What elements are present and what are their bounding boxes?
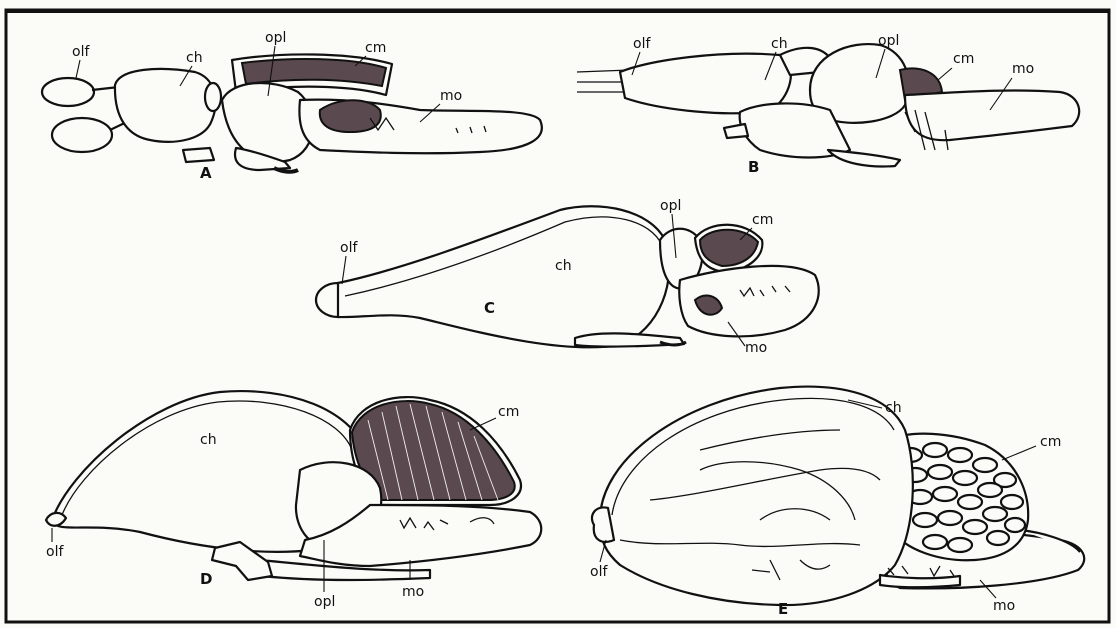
panel-d-label-cm: cm: [498, 404, 519, 420]
panel-c-label-olf: olf: [340, 240, 358, 256]
panel-e-label-cm: cm: [1040, 434, 1061, 450]
panel-a-label-ch: ch: [186, 50, 203, 66]
panel-a: olf ch opl cm mo A: [42, 30, 542, 182]
panel-e-label-ch: ch: [885, 400, 902, 416]
panel-c-letter: C: [484, 299, 495, 317]
panel-b-label-ch: ch: [771, 36, 788, 52]
panel-c-cerebral-hemisphere: [338, 206, 669, 347]
panel-a-label-mo: mo: [440, 88, 462, 104]
panel-c-label-opl: opl: [660, 198, 681, 214]
panel-c: olf ch opl cm mo C: [316, 198, 819, 356]
panel-c-label-ch: ch: [555, 258, 572, 274]
panel-b-label-mo: mo: [1012, 61, 1034, 77]
panel-d-label-olf: olf: [46, 544, 64, 560]
panel-e-cerebral-hemisphere: [600, 387, 913, 605]
panel-a-label-opl: opl: [265, 30, 286, 46]
panel-a-label-olf: olf: [72, 44, 90, 60]
panel-b-label-opl: opl: [878, 33, 899, 49]
panel-d-label-opl: opl: [314, 594, 335, 610]
panel-e-label-mo: mo: [993, 598, 1015, 614]
panel-e: ch cm olf mo E: [590, 387, 1084, 618]
panel-d-label-mo: mo: [402, 584, 424, 600]
panel-b-letter: B: [748, 158, 759, 176]
panel-d-letter: D: [200, 570, 212, 588]
panel-a-label-cm: cm: [365, 40, 386, 56]
panel-b-label-olf: olf: [633, 36, 651, 52]
panel-c-label-cm: cm: [752, 212, 773, 228]
panel-a-letter: A: [200, 164, 212, 182]
panel-c-label-mo: mo: [745, 340, 767, 356]
panel-a-olfactory-bulb-upper: [42, 78, 94, 106]
panel-d-label-ch: ch: [200, 432, 217, 448]
panel-d: ch cm olf opl mo D: [46, 391, 541, 610]
panel-a-olfactory-bulb-lower: [52, 118, 112, 152]
panel-a-cerebral-hemisphere: [115, 69, 216, 142]
panel-b-label-cm: cm: [953, 51, 974, 67]
panel-e-letter: E: [778, 600, 788, 618]
panel-b: olf ch opl cm mo B: [577, 33, 1079, 176]
panel-e-label-olf: olf: [590, 564, 608, 580]
